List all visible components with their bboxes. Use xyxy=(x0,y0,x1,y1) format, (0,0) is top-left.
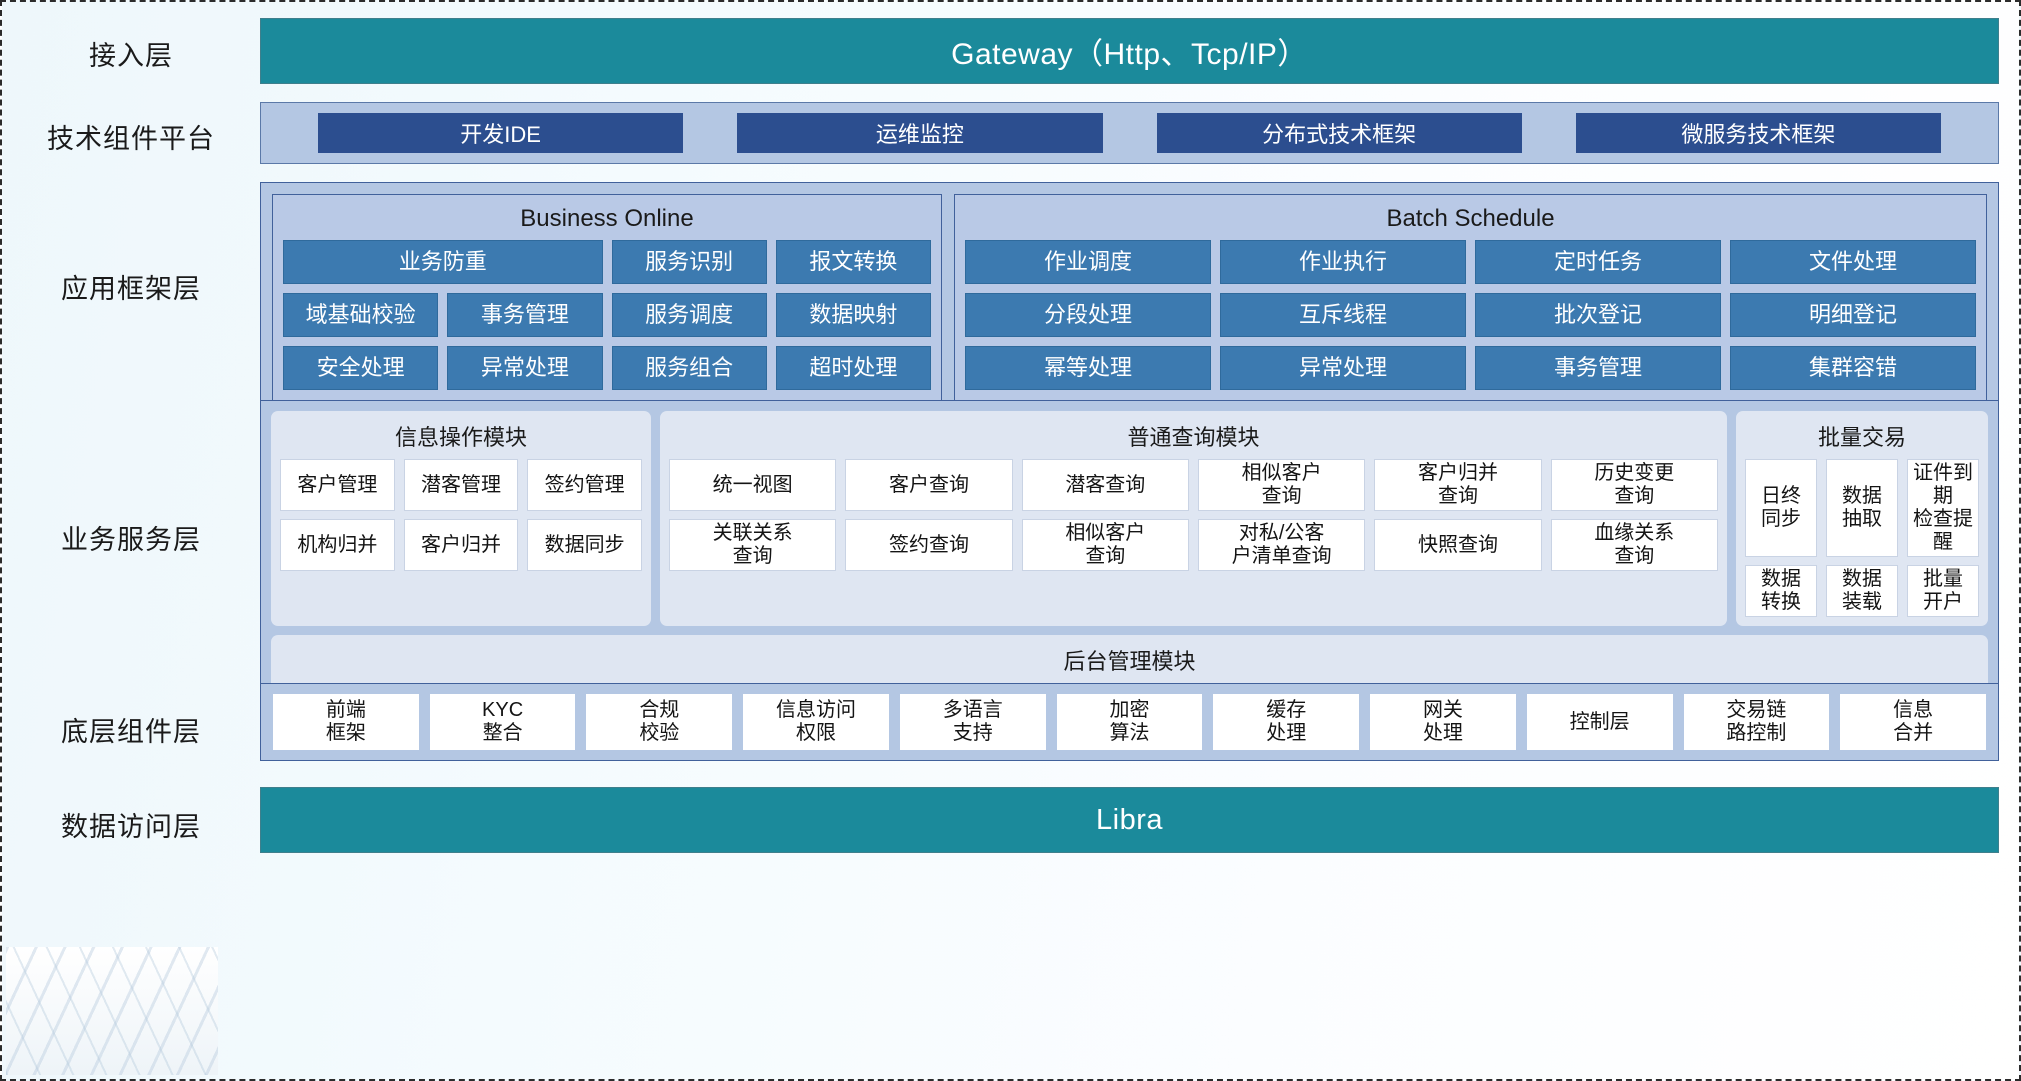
component-layer-cell[interactable]: 控制层 xyxy=(1526,694,1673,750)
component-layer-cell[interactable]: 信息访问权限 xyxy=(743,694,889,750)
business-online-cell[interactable]: 域基础校验 xyxy=(283,293,439,337)
business-online-grid: 业务防重服务识别报文转换域基础校验事务管理服务调度数据映射安全处理异常处理服务组… xyxy=(283,240,931,390)
batch-trade-title: 批量交易 xyxy=(1817,425,1906,450)
info-operation-cell[interactable]: 客户管理 xyxy=(280,459,395,511)
batch-trade-cell[interactable]: 数据转换 xyxy=(1745,565,1817,617)
layer-label-app-framework: 应用框架层 xyxy=(61,273,201,304)
layer-business-service: 业务服务层 信息操作模块 客户管理潜客管理签约管理机构归并客户归并数据同步 普通… xyxy=(2,390,2019,755)
query-module-cell[interactable]: 签约查询 xyxy=(845,519,1013,571)
layer-label-access: 接入层 xyxy=(89,40,173,71)
info-operation-cell[interactable]: 数据同步 xyxy=(527,519,642,571)
batch-schedule-cell[interactable]: 事务管理 xyxy=(1475,346,1721,390)
query-module: 普通查询模块 统一视图客户查询潜客查询相似客户查询客户归并查询历史变更查询关联关… xyxy=(660,411,1727,626)
business-online-cell[interactable]: 服务组合 xyxy=(611,346,767,390)
component-layer-cell[interactable]: 前端框架 xyxy=(273,694,419,750)
business-service-modules-row: 信息操作模块 客户管理潜客管理签约管理机构归并客户归并数据同步 普通查询模块 统… xyxy=(271,411,1988,626)
business-online-cell[interactable]: 事务管理 xyxy=(447,293,603,337)
layer-label-tech-platform: 技术组件平台 xyxy=(47,123,215,154)
component-layer-cell[interactable]: 缓存处理 xyxy=(1213,694,1360,750)
decorative-texture xyxy=(6,947,218,1075)
batch-schedule-title: Batch Schedule xyxy=(1386,205,1555,232)
query-module-cell[interactable]: 客户归并查询 xyxy=(1374,459,1542,511)
batch-schedule-cell[interactable]: 幂等处理 xyxy=(965,346,1211,390)
batch-trade-module: 批量交易 日终同步数据抽取证件到期检查提醒数据转换数据装载批量开户 xyxy=(1736,411,1988,626)
info-operation-title: 信息操作模块 xyxy=(394,425,527,450)
query-module-cell[interactable]: 客户查询 xyxy=(845,459,1013,511)
component-layer-cell[interactable]: 交易链路控制 xyxy=(1683,694,1830,750)
query-module-grid: 统一视图客户查询潜客查询相似客户查询客户归并查询历史变更查询关联关系查询签约查询… xyxy=(669,459,1718,571)
business-online-panel: Business Online 业务防重服务识别报文转换域基础校验事务管理服务调… xyxy=(272,194,942,401)
component-layer-cell[interactable]: 多语言支持 xyxy=(899,694,1046,750)
query-module-cell[interactable]: 血缘关系查询 xyxy=(1550,519,1718,571)
business-online-cell[interactable]: 超时处理 xyxy=(775,346,931,390)
layer-access: 接入层 Gateway（Http、Tcp/IP） xyxy=(2,2,2019,88)
layer-tech-platform: 技术组件平台 开发IDE 运维监控 分布式技术框架 微服务技术框架 xyxy=(2,88,2019,170)
batch-schedule-cell[interactable]: 文件处理 xyxy=(1730,240,1976,284)
business-online-cell[interactable]: 异常处理 xyxy=(447,346,603,390)
component-layer-cell[interactable]: 信息合并 xyxy=(1840,694,1986,750)
batch-schedule-cell[interactable]: 作业调度 xyxy=(965,240,1211,284)
query-module-cell[interactable]: 统一视图 xyxy=(669,459,837,511)
info-operation-cell[interactable]: 客户归并 xyxy=(403,519,519,571)
batch-trade-cell[interactable]: 数据抽取 xyxy=(1826,459,1898,557)
layer-label-data-access: 数据访问层 xyxy=(61,811,201,842)
business-online-cell[interactable]: 业务防重 xyxy=(283,240,603,284)
component-layer-cell[interactable]: 网关处理 xyxy=(1370,694,1516,750)
batch-schedule-cell[interactable]: 批次登记 xyxy=(1475,293,1721,337)
tech-chip-开发IDE[interactable]: 开发IDE xyxy=(318,113,684,153)
business-online-cell[interactable]: 服务调度 xyxy=(611,293,767,337)
batch-schedule-grid: 作业调度作业执行定时任务文件处理分段处理互斥线程批次登记明细登记幂等处理异常处理… xyxy=(965,240,1976,390)
batch-schedule-cell[interactable]: 定时任务 xyxy=(1475,240,1721,284)
info-operation-cell[interactable]: 潜客管理 xyxy=(403,459,519,511)
query-module-cell[interactable]: 快照查询 xyxy=(1374,519,1542,571)
query-module-cell[interactable]: 相似客户查询 xyxy=(1021,519,1189,571)
business-online-cell[interactable]: 报文转换 xyxy=(775,240,931,284)
batch-trade-cell[interactable]: 日终同步 xyxy=(1745,459,1817,557)
info-operation-cell[interactable]: 签约管理 xyxy=(527,459,642,511)
layer-label-component: 底层组件层 xyxy=(61,716,201,747)
batch-schedule-cell[interactable]: 明细登记 xyxy=(1730,293,1976,337)
component-layer-cell[interactable]: 加密算法 xyxy=(1056,694,1203,750)
business-online-cell[interactable]: 服务识别 xyxy=(611,240,767,284)
business-online-title: Business Online xyxy=(520,205,694,232)
layer-app-framework: 应用框架层 Business Online 业务防重服务识别报文转换域基础校验事… xyxy=(2,170,2019,413)
admin-module-title: 后台管理模块 xyxy=(1063,649,1196,674)
tech-chip-微服务技术框架[interactable]: 微服务技术框架 xyxy=(1575,113,1941,153)
layer-label-business-service: 业务服务层 xyxy=(61,525,201,555)
query-module-cell[interactable]: 对私/公客户清单查询 xyxy=(1197,519,1366,571)
app-framework-panel: Business Online 业务防重服务识别报文转换域基础校验事务管理服务调… xyxy=(260,182,1999,413)
batch-trade-cell[interactable]: 数据装载 xyxy=(1826,565,1898,617)
query-module-cell[interactable]: 相似客户查询 xyxy=(1197,459,1366,511)
info-operation-grid: 客户管理潜客管理签约管理机构归并客户归并数据同步 xyxy=(280,459,642,571)
batch-schedule-cell[interactable]: 集群容错 xyxy=(1730,346,1976,390)
batch-schedule-cell[interactable]: 分段处理 xyxy=(965,293,1211,337)
business-online-cell[interactable]: 安全处理 xyxy=(283,346,439,390)
batch-schedule-cell[interactable]: 互斥线程 xyxy=(1220,293,1466,337)
batch-trade-cell[interactable]: 批量开户 xyxy=(1907,565,1979,617)
query-module-cell[interactable]: 潜客查询 xyxy=(1021,459,1189,511)
component-layer-cell[interactable]: 合规校验 xyxy=(586,694,733,750)
tech-chip-运维监控[interactable]: 运维监控 xyxy=(737,113,1103,153)
query-module-title: 普通查询模块 xyxy=(1127,425,1260,450)
batch-schedule-cell[interactable]: 异常处理 xyxy=(1220,346,1466,390)
libra-title: Libra xyxy=(1096,803,1163,836)
libra-bar[interactable]: Libra xyxy=(260,787,1999,853)
gateway-bar[interactable]: Gateway（Http、Tcp/IP） xyxy=(260,18,1999,84)
info-operation-cell[interactable]: 机构归并 xyxy=(280,519,395,571)
batch-schedule-panel: Batch Schedule 作业调度作业执行定时任务文件处理分段处理互斥线程批… xyxy=(954,194,1987,401)
info-operation-module: 信息操作模块 客户管理潜客管理签约管理机构归并客户归并数据同步 xyxy=(271,411,651,626)
gateway-title: Gateway（Http、Tcp/IP） xyxy=(951,38,1308,71)
business-online-cell[interactable]: 数据映射 xyxy=(775,293,931,337)
query-module-cell[interactable]: 关联关系查询 xyxy=(669,519,837,571)
tech-platform-strip: 开发IDE 运维监控 分布式技术框架 微服务技术框架 xyxy=(260,102,1999,164)
batch-schedule-cell[interactable]: 作业执行 xyxy=(1220,240,1466,284)
tech-chip-分布式技术框架[interactable]: 分布式技术框架 xyxy=(1156,113,1522,153)
batch-trade-grid: 日终同步数据抽取证件到期检查提醒数据转换数据装载批量开户 xyxy=(1745,459,1979,617)
layer-data-access: 数据访问层 Libra xyxy=(2,775,2019,861)
query-module-cell[interactable]: 历史变更查询 xyxy=(1550,459,1718,511)
batch-trade-cell[interactable]: 证件到期检查提醒 xyxy=(1907,459,1979,557)
